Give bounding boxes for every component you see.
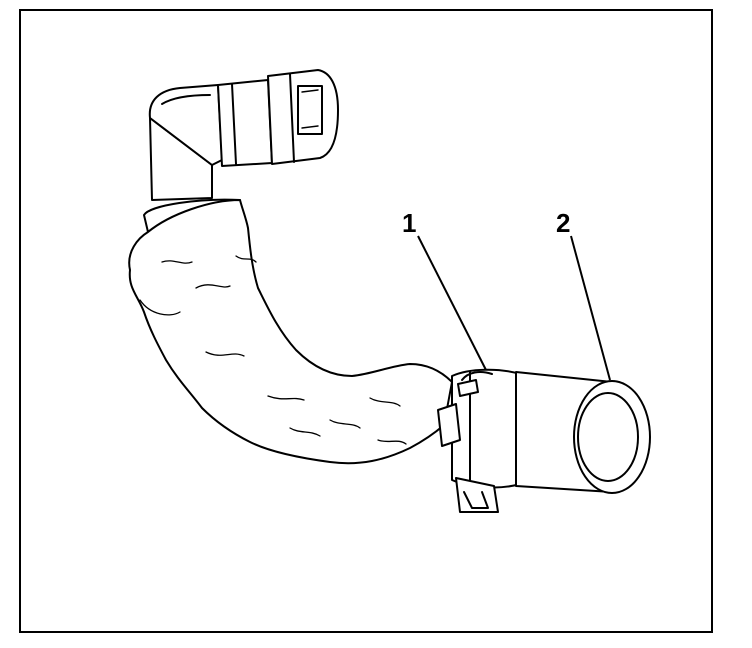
leader-lines: [417, 235, 611, 381]
cylinder-end-inner: [577, 392, 639, 482]
leader-line-1: [417, 235, 487, 371]
elbow-pipe-horizontal: [217, 79, 273, 167]
connector-band: [289, 73, 295, 163]
connector-window-shade: [301, 89, 319, 129]
clamp-foot-detail: [463, 491, 489, 509]
fabric-sleeve: [128, 199, 453, 465]
hose-assembly: [128, 69, 651, 513]
leader-line-2: [570, 235, 611, 381]
elbow-ridge: [231, 83, 237, 165]
clamp-foot: [455, 477, 499, 513]
elbow-inner-line: [161, 94, 211, 105]
callout-label-1: 1: [402, 208, 416, 238]
clamp-slot: [457, 379, 479, 397]
callout-label-2: 2: [556, 208, 570, 238]
figure-frame: [19, 9, 713, 633]
fabric-texture: [139, 255, 407, 445]
clamp-tab: [437, 403, 461, 447]
